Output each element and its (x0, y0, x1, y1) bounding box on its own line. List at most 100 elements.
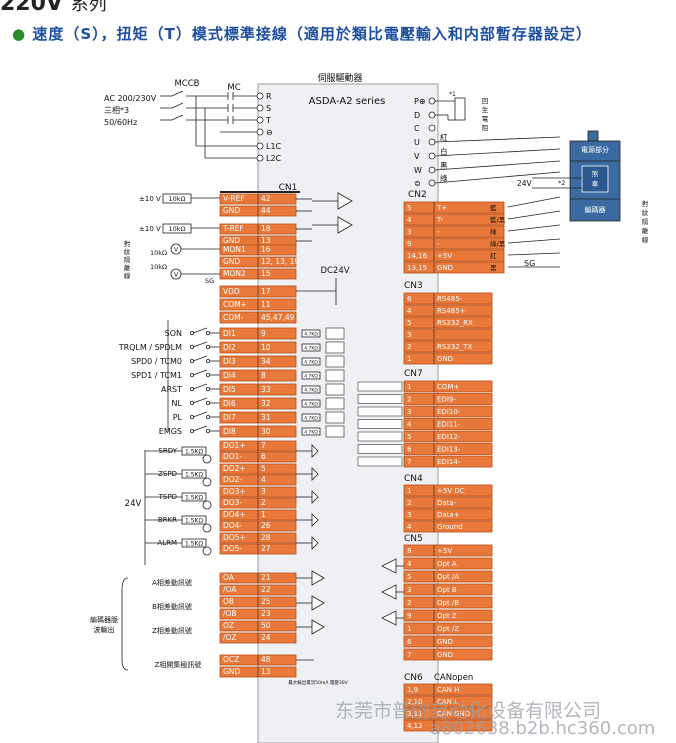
cn1-enc-2-signal: OB (223, 597, 234, 606)
cn1-di-7-pin: 30 (261, 427, 271, 436)
drive-model: ASDA-A2 series (309, 96, 386, 107)
cn5-row-1-signal: Opt A (437, 560, 457, 568)
cn6-row-1-cell (403, 695, 493, 708)
monitor-sg-label: SG (205, 277, 214, 285)
cn4-row-0-cell (403, 484, 493, 497)
cn5-row-4-cell (403, 596, 493, 609)
cn1-enc-3-signal: /OB (223, 609, 237, 618)
cn1-power-2-signal: COM- (223, 313, 244, 322)
cn1-analog-1-pin: 44 (261, 206, 271, 215)
cn4-row-2-signal: Data+ (437, 511, 460, 519)
switch-blade (192, 411, 208, 418)
cn3-row-3-cell (403, 328, 493, 341)
cn1-ocz-1-signal: GND (223, 667, 240, 676)
di-name: SPD0 / TCM0 (131, 357, 182, 366)
cn1-do-minus-4-signal: DO5- (223, 544, 242, 553)
page-title: 220V 系列 (0, 0, 107, 16)
power-terminal-label: ⊖ (266, 128, 273, 137)
cn2-sg: SG (524, 259, 535, 268)
motor-wire (434, 148, 561, 157)
monitor-resistor-label: 10kΩ (150, 263, 167, 271)
di-name: ARST (161, 385, 182, 394)
encoder-label: 編碼器 (585, 205, 606, 214)
cn7-row-3-cell (403, 418, 493, 430)
brake-box (581, 165, 609, 193)
cn1-di-5-signal: DI6 (223, 399, 236, 408)
cn1-label: CN1 (279, 183, 298, 193)
cn7-row-2-pin: 3 (407, 408, 411, 416)
opto-resistor (301, 357, 321, 366)
power-terminal-label: S (266, 104, 271, 113)
switch-contact (205, 358, 210, 363)
cn1-do-plus-3-signal: DO4+ (223, 510, 246, 519)
cn1-ocz-0-pin: 48 (261, 655, 271, 664)
cn6-row-2-signal: CAN GND (437, 710, 470, 718)
cn2-wire (507, 238, 561, 244)
cn7-row-4-pin: 5 (407, 433, 411, 441)
cn1-do-plus-1-pin: 5 (261, 464, 266, 473)
cn5-row-6-cell (403, 622, 493, 635)
brake-supply: 24V (517, 179, 533, 188)
cn1-analog-2-pin: 18 (261, 224, 271, 233)
opto-resistor (301, 371, 321, 380)
brake-label: 煞 (592, 169, 599, 178)
mc-label: MC (227, 83, 240, 93)
motor-terminal-label: U (414, 138, 420, 147)
cn7-row-3-pin: 4 (407, 421, 412, 429)
cn3-label: CN3 (404, 281, 423, 291)
cn6-label: CN6 (404, 673, 423, 683)
cn2-row-0-cell (403, 201, 505, 214)
cn5-row-7-pin: 6 (407, 638, 412, 646)
shield-label: 離 (642, 226, 649, 235)
watermark-url: a802638.b2b.hc360.com (430, 718, 656, 739)
opto-resistor-label: 4.7KΩ (304, 416, 318, 422)
page-subtitle: ● 速度（S），扭矩（T）模式標準接線（適用於類比電壓輸入和内部暫存器設定） (12, 25, 592, 43)
cn2-row-5-signal: GND (437, 264, 453, 272)
cn2-wire (507, 252, 561, 256)
mccb-contact (171, 90, 184, 97)
cn1-ocz-0-signal: OCZ (223, 655, 239, 664)
cn7-row-1-signal: EDI9- (437, 396, 456, 404)
cn1-do-plus-2-signal: DO3+ (223, 487, 246, 496)
opto-resistor-label: 4.7KΩ (304, 374, 318, 380)
cn3-row-4-pin: 2 (407, 343, 411, 351)
cn7-row-4-signal: EDI12- (437, 433, 461, 441)
cn4-row-3-pin: 4 (407, 523, 412, 531)
cn1-analog-3-pin: 13 (261, 236, 271, 245)
cn7-opto-icon (357, 419, 403, 429)
cn3-row-0-signal: RS485- (437, 295, 463, 303)
cn2-row-4-pin: 14,16 (407, 252, 428, 260)
di-name: TRQLM / SPDLM (118, 343, 182, 352)
cn2-wire (507, 196, 561, 208)
cn7-opto-icon (357, 444, 403, 454)
wire-color-label: 紅 (440, 132, 448, 142)
opto-resistor-label: 4.7KΩ (304, 388, 318, 394)
cn1-do-minus-0-pin: 6 (261, 452, 266, 461)
cn1-do-plus-2-pin: 3 (261, 487, 266, 496)
cn5-row-3-pin: 3 (407, 586, 411, 594)
cn4-label: CN4 (404, 474, 423, 484)
switch-blade (192, 383, 208, 390)
cn2-row-2-pin: 3 (407, 228, 411, 236)
cn7-row-2-signal: EDI10- (437, 408, 461, 416)
power-terminal (256, 154, 264, 162)
cn1-di-5-pin: 32 (261, 399, 271, 408)
cn1-power-1-signal: COM+ (223, 300, 247, 309)
cn1-analog-0-signal: V-REF (223, 194, 245, 203)
cn2-wire-color: 綠/黑 (490, 239, 506, 248)
cn1-do-minus-1-pin: 4 (261, 475, 266, 484)
di-name: SON (165, 329, 182, 338)
optocoupler-icon (325, 425, 345, 438)
opto-resistor-label: 4.7KΩ (304, 360, 318, 366)
regen-label: 回 (482, 97, 489, 105)
regen-label: 生 (482, 105, 489, 114)
cn1-enc-4-pin: 50 (261, 621, 271, 630)
cn2-row-1-pin: 4 (407, 216, 412, 224)
cn4-row-1-signal: Data- (437, 499, 457, 507)
cn1-di-4-pin: 33 (261, 385, 271, 394)
ocz-note: 最大輸出電流50mA 電壓30V (288, 679, 348, 686)
cn1-power-0-signal: VDD (223, 287, 240, 296)
cn7-row-1-pin: 2 (407, 396, 411, 404)
cn1-do-minus-3-signal: DO4- (223, 521, 242, 530)
voltmeter-label: V (174, 247, 179, 254)
